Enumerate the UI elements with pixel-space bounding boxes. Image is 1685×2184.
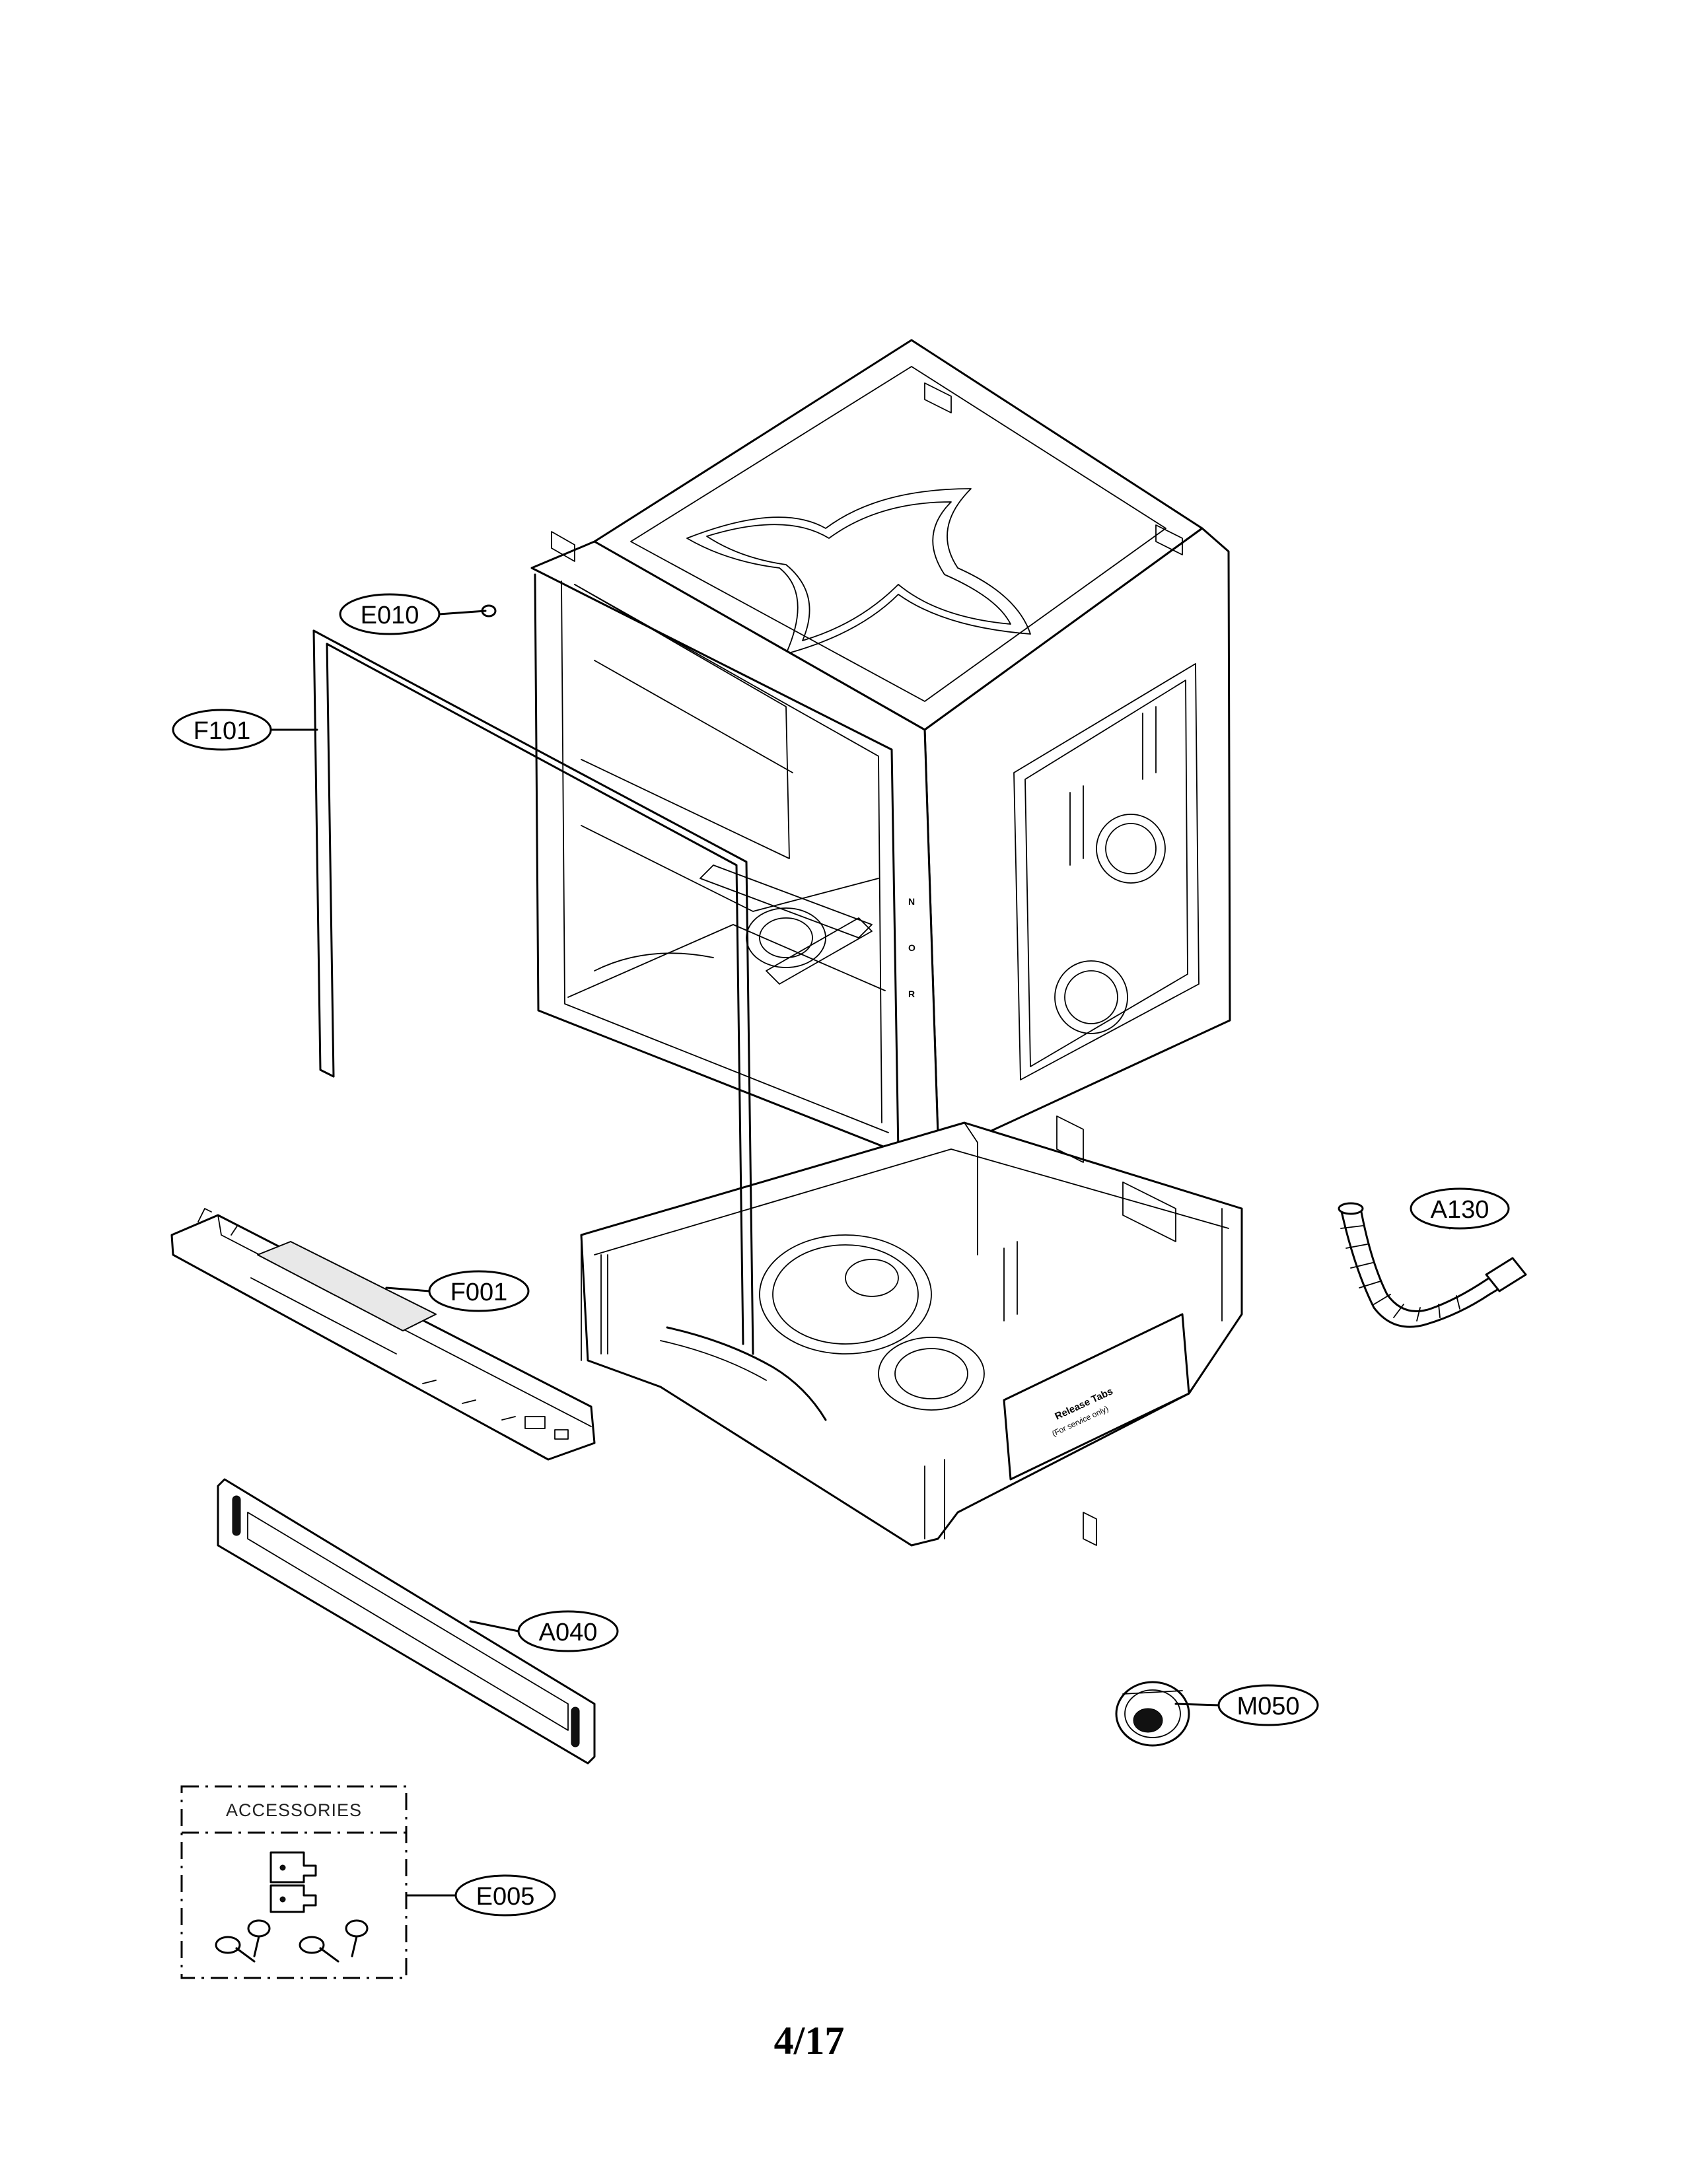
dishwasher-tub: N O R [530,339,1231,1154]
callout-f101: F101 [172,709,318,751]
callout-a040: A040 [469,1610,619,1652]
callout-e010: E010 [339,593,487,635]
door-gasket-part [312,629,754,1355]
label-f001: F001 [450,1279,508,1306]
callout-m050: M050 [1174,1684,1319,1726]
accessories-title: ACCESSORIES [226,1800,362,1820]
label-f101: F101 [194,717,251,745]
m050-sensor-part [1115,1681,1190,1747]
label-e010: E010 [361,602,419,629]
a040-kickplate-part [217,1478,596,1765]
bracket-clip-icon [269,1884,317,1913]
page-number: 4/17 [774,2019,845,2062]
label-e005: E005 [476,1883,535,1911]
accessories-box: ACCESSORIES [180,1785,408,1979]
bracket-clip-icon [269,1851,317,1884]
screw-icon [345,1919,369,1957]
callout-a130: A130 [1410,1187,1510,1230]
dishwasher-base: Release Tabs (For service only) [580,1115,1243,1547]
label-a040: A040 [539,1619,598,1646]
a130-drain-hose-part [1338,1202,1527,1328]
screw-icon [299,1936,340,1963]
callout-f001: F001 [385,1270,530,1312]
label-m050: M050 [1237,1693,1299,1720]
screw-icon [215,1936,256,1963]
frame-letter-o: O [908,942,915,953]
f001-bracket-part [170,1208,596,1461]
label-a130: A130 [1431,1196,1489,1224]
frame-letter-r: R [908,989,915,999]
callout-e005: E005 [405,1874,556,1917]
frame-letter-n: N [908,896,915,907]
screw-icon [247,1919,271,1957]
